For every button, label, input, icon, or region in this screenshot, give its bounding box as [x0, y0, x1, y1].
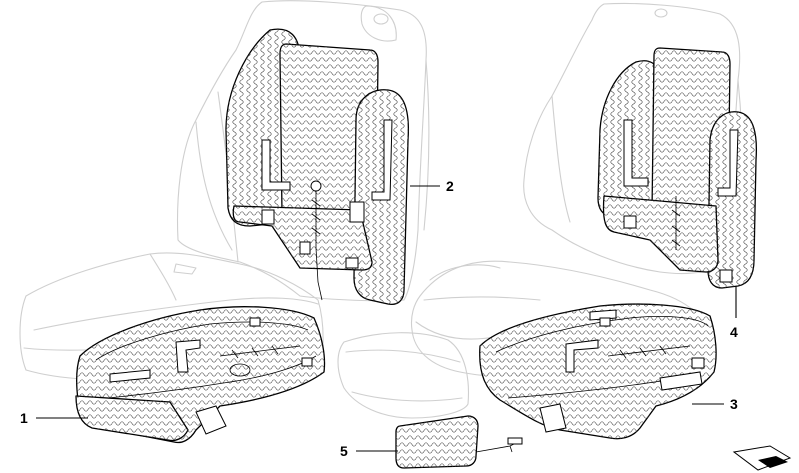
center-bolster-ghost — [337, 332, 469, 419]
callout-2: 2 — [446, 178, 454, 194]
leader-lines — [36, 185, 737, 452]
part-3-cushion-heating-mat — [479, 303, 717, 440]
part-1-cushion-heating-mat — [75, 306, 326, 444]
part-5-small-heating-element — [395, 415, 523, 469]
callout-3: 3 — [730, 396, 738, 412]
callout-4: 4 — [730, 324, 738, 340]
left-seat-ghost — [19, 0, 430, 381]
callout-1: 1 — [20, 410, 28, 426]
part-4-backrest-heating-mat — [597, 47, 758, 289]
arrow-marker-icon — [732, 445, 792, 471]
callout-5: 5 — [340, 443, 348, 459]
part-2-backrest-heating-mat — [225, 28, 410, 306]
callout-labels: 1 2 3 4 5 — [20, 178, 738, 459]
